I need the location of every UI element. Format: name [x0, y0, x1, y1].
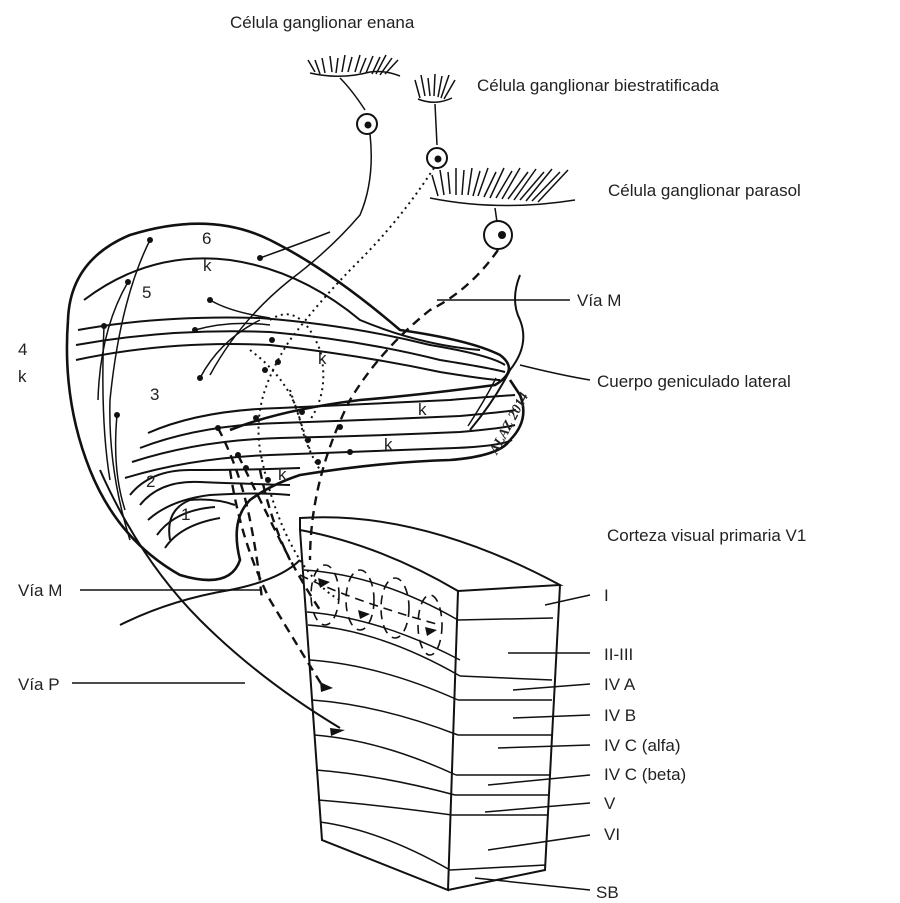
cortex-layer-V: V: [604, 794, 616, 813]
v1-label: Corteza visual primaria V1: [607, 526, 806, 545]
via-m-top-label: Vía M: [577, 291, 621, 310]
cortex-layer-VI: VI: [604, 825, 620, 844]
lgn-k-low: k: [278, 465, 287, 484]
via-p-left-label: Vía P: [18, 675, 60, 694]
lgn-layer-1: 1: [181, 505, 190, 524]
cortex-layer-IVB: IV B: [604, 706, 636, 725]
cortex-layer-I: I: [604, 586, 609, 605]
lgn-k-right2: k: [384, 435, 393, 454]
lgn-layer-3: 3: [150, 385, 159, 404]
cortex-layer-IVC-beta: IV C (beta): [604, 765, 686, 784]
lgn-layer-2: 2: [146, 472, 155, 491]
parasol-cell-label: Célula ganglionar parasol: [608, 181, 801, 200]
cortex-layer-IVA: IV A: [604, 675, 636, 694]
lgn-k-right1: k: [418, 400, 427, 419]
lgn-k-left: k: [18, 367, 27, 386]
v1-cortex-block: [300, 517, 560, 890]
lgn-label: Cuerpo geniculado lateral: [597, 372, 791, 391]
lgn-layer-4: 4: [18, 340, 27, 359]
bistratified-cell-label: Célula ganglionar biestratificada: [477, 76, 719, 95]
cortex-layer-II-III: II-III: [604, 645, 633, 664]
midget-ganglion-cell: [210, 55, 400, 375]
lgn-k-top: k: [203, 256, 212, 275]
cortex-layer-SB: SB: [596, 883, 619, 902]
artist-signature: ALAZ 2014: [487, 390, 532, 457]
midget-cell-label: Célula ganglionar enana: [230, 13, 415, 32]
cortex-layer-IVC-alfa: IV C (alfa): [604, 736, 681, 755]
lgn-layer-6: 6: [202, 229, 211, 248]
lgn-k-mid: k: [318, 349, 327, 368]
lgn-layer-5: 5: [142, 283, 151, 302]
via-m-left-label: Vía M: [18, 581, 62, 600]
cortex-layer-labels: I II-III IV A IV B IV C (alfa) IV C (bet…: [596, 586, 686, 902]
